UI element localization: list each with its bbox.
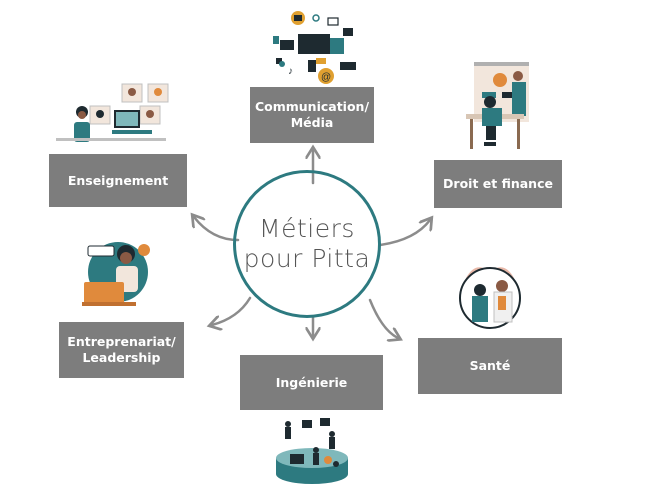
arrow-to-enseignement [194, 217, 240, 242]
office-desk-icon [466, 62, 529, 149]
laptop-worker-icon [82, 242, 150, 306]
media-devices-icon: ♪ @ [273, 11, 356, 84]
arrow-to-droit [378, 220, 430, 247]
svg-text:@: @ [321, 72, 331, 83]
category-communication-media: Communication/ Média [250, 87, 374, 143]
doctor-patient-icon [459, 267, 521, 329]
category-enseignement: Enseignement [49, 154, 187, 207]
svg-text:♪: ♪ [288, 66, 293, 77]
category-droit-finance: Droit et finance [434, 160, 562, 208]
arrow-to-entreprenariat [212, 296, 252, 325]
category-sante: Santé [418, 338, 562, 394]
center-title: Métiers pour Pitta [243, 214, 371, 273]
category-entreprenariat-leadership: Entreprenariat/ Leadership [59, 322, 184, 378]
center-circle: Métiers pour Pitta [233, 170, 381, 318]
category-ingenierie: Ingénierie [240, 355, 383, 410]
arrow-to-sante [368, 298, 398, 338]
engineering-team-icon [276, 418, 348, 484]
video-call-teacher-icon [56, 83, 169, 142]
